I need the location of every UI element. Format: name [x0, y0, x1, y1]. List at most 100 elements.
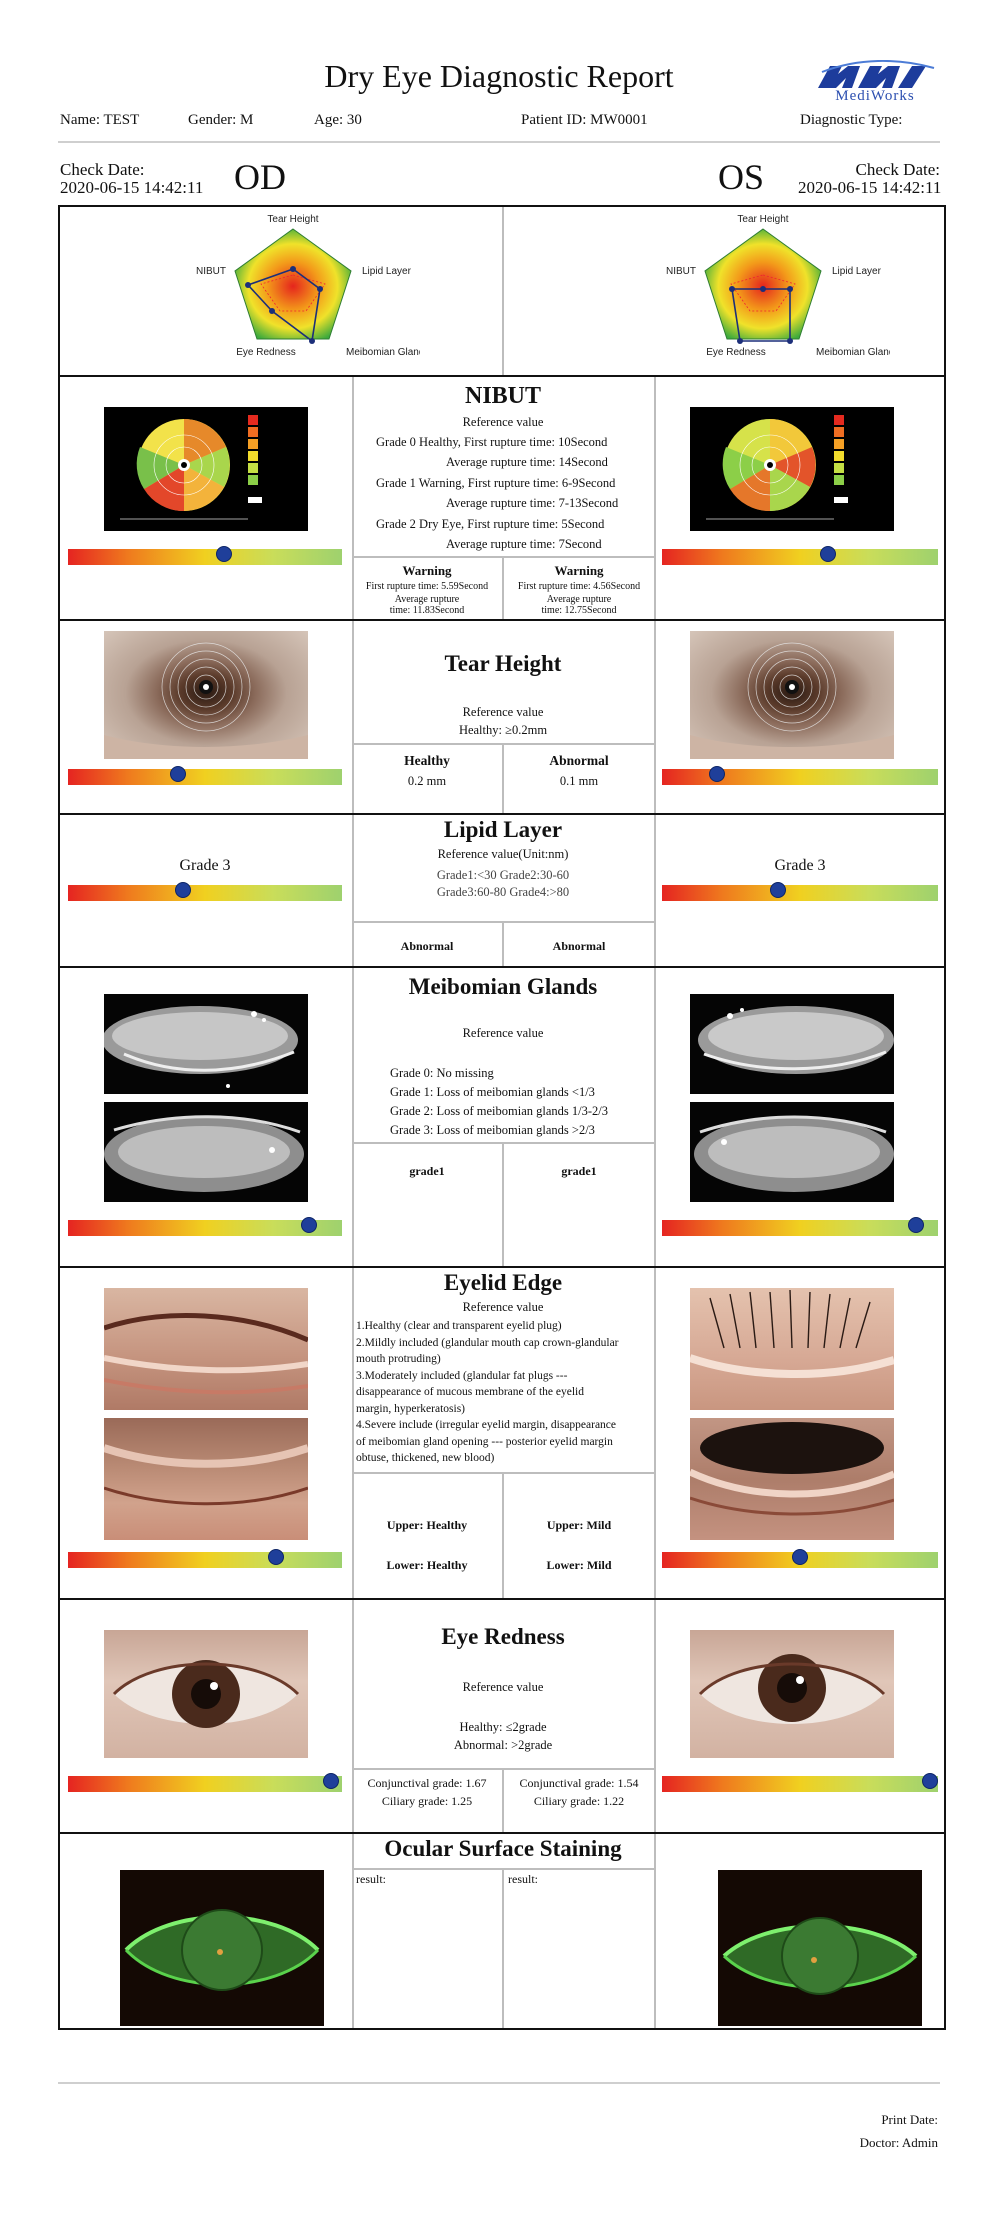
od-tear-gauge: [68, 766, 342, 785]
lipid-line-2: Grade3:60-80 Grade4:>80: [436, 885, 570, 899]
od-eyelid-lower-image: [104, 1418, 308, 1540]
meibo-left-divider: [352, 968, 354, 1266]
lipid-left-divider: [352, 815, 354, 966]
meibo-line-0: Grade 0: No missing: [390, 1066, 494, 1080]
os-meibo-result: grade1: [561, 1164, 597, 1178]
staining-center: Ocular Surface Staining result: result:: [352, 1834, 654, 2028]
eyelid-edge-section: Eyelid Edge Reference value 1.Healthy (c…: [58, 1266, 946, 1600]
eyelid-ref-line-0: 1.Healthy (clear and transparent eyelid …: [356, 1320, 562, 1332]
nibut-section: NIBUT Reference value Grade 0 Healthy, F…: [58, 375, 946, 621]
od-nibut-avg1: Average rupture: [394, 594, 460, 605]
nibut-line-1: Average rupture time: 14Second: [446, 455, 608, 469]
os-nibut-gauge: [662, 546, 938, 565]
od-meibo-lower-image: [104, 1102, 308, 1202]
nibut-right-divider: [654, 377, 656, 619]
logo-text: MediWorks: [835, 88, 915, 104]
lipid-line-1: Grade1:<30 Grade2:30-60: [436, 868, 570, 882]
eyelid-ref-line-2: mouth protruding): [356, 1353, 441, 1365]
os-redness-knob: [921, 1773, 938, 1789]
lipid-reference: Lipid Layer Reference value(Unit:nm) Gra…: [352, 815, 654, 966]
redness-title: Eye Redness: [441, 1624, 565, 1649]
od-code: OD: [234, 157, 286, 197]
redness-reference: Eye Redness Reference value Healthy: ≤2g…: [352, 1600, 654, 1832]
od-staining-result: result:: [356, 1872, 386, 1886]
radar-section: Tear Height Lipid Layer Meibomian Glands…: [58, 205, 946, 377]
os-redness-ciliary: Ciliary grade: 1.22: [533, 1794, 625, 1808]
eyelid-ref-line-4: disappearance of mucous membrane of the …: [356, 1386, 584, 1398]
od-redness-knob: [323, 1773, 340, 1789]
staining-left-divider: [352, 1834, 354, 2028]
os-meibo-upper-image: [690, 994, 894, 1094]
od-nibut-gauge: [68, 546, 342, 565]
os-eyelid-upper-image: [690, 1288, 894, 1410]
eyelid-ref-line-7: of meibomian gland opening --- posterior…: [356, 1435, 613, 1448]
nibut-ref-label: Reference value: [462, 415, 544, 429]
os-nibut-first: First rupture time: 4.56Second: [517, 581, 641, 592]
od-eyelid-gauge: [68, 1549, 342, 1568]
od-redness-image: [104, 1630, 308, 1758]
os-radar-label-redness: Eye Redness: [706, 347, 765, 358]
header-divider: [58, 141, 940, 143]
redness-abnormal-ref: Abnormal: >2grade: [453, 1738, 553, 1752]
od-eyelid-upper-image: [104, 1288, 308, 1410]
lipid-center-divider: [502, 922, 504, 966]
staining-center-divider: [502, 1869, 504, 2028]
os-nibut-status: Warning: [554, 563, 604, 578]
os-nibut-avg1: Average rupture: [546, 594, 612, 605]
od-tear-label: Healthy: [404, 753, 450, 768]
od-tear-value: 0.2 mm: [407, 774, 447, 788]
meibo-line-2: Grade 2: Loss of meibomian glands 1/3-2/…: [390, 1104, 609, 1118]
tear-right-divider: [654, 621, 656, 813]
doctor-name: Doctor: Admin: [859, 2135, 938, 2150]
nibut-line-0: Grade 0 Healthy, First rupture time: 10S…: [376, 435, 608, 449]
od-lipid-knob: [175, 882, 192, 898]
os-lipid-gauge: [662, 882, 938, 901]
eye-redness-section: Eye Redness Reference value Healthy: ≤2g…: [58, 1598, 946, 1834]
nibut-line-5: Average rupture time: 7Second: [446, 537, 602, 551]
redness-right-divider: [654, 1600, 656, 1832]
tear-title: Tear Height: [444, 651, 562, 676]
redness-center-divider: [502, 1769, 504, 1832]
os-staining-image: [718, 1870, 922, 2026]
os-staining-result: result:: [508, 1872, 538, 1886]
od-nibut-knob: [216, 546, 233, 562]
lipid-right-divider: [654, 815, 656, 966]
os-eyelid-lower-image: [690, 1418, 894, 1540]
patient-gender: Gender: M: [188, 112, 254, 128]
os-redness-image: [690, 1630, 894, 1758]
patient-age: Age: 30: [314, 112, 362, 128]
radar-divider: [502, 207, 504, 375]
footer-divider: [58, 2082, 940, 2084]
od-lipid-gauge: [68, 882, 342, 901]
radar-label-redness: Eye Redness: [236, 347, 295, 358]
os-eyelid-gauge: [662, 1549, 938, 1568]
nibut-line-3: Average rupture time: 7-13Second: [446, 496, 619, 510]
eyelid-ref-line-1: 2.Mildly included (glandular mouth cap c…: [356, 1336, 619, 1349]
od-meibo-knob: [301, 1217, 318, 1233]
od-eyelid-knob: [268, 1549, 285, 1565]
os-tear-label: Abnormal: [549, 753, 609, 768]
os-radar-label-meibo: Meibomian Glands: [816, 347, 890, 358]
od-nibut-map: [104, 407, 308, 531]
report-title: Dry Eye Diagnostic Report: [324, 58, 674, 94]
od-eyelid-lower: Lower: Healthy: [386, 1558, 468, 1572]
nibut-line-2: Grade 1 Warning, First rupture time: 6-9…: [376, 476, 616, 490]
nibut-left-divider: [352, 377, 354, 619]
meibo-center-divider: [502, 1143, 504, 1266]
patient-name: Name: TEST: [60, 112, 140, 128]
eyelid-ref-line-3: 3.Moderately included (glandular fat plu…: [356, 1369, 568, 1382]
od-eyelid-upper: Upper: Healthy: [386, 1518, 468, 1532]
tear-height-section: Tear Height Reference value Healthy: ≥0.…: [58, 619, 946, 815]
meibo-reference: Meibomian Glands Reference value Grade 0…: [352, 968, 654, 1266]
os-meibo-gauge: [662, 1217, 938, 1236]
eyelid-reference: Eyelid Edge Reference value 1.Healthy (c…: [352, 1268, 654, 1598]
meibo-right-divider: [654, 968, 656, 1266]
os-nibut-avg2: time: 12.75Second: [541, 605, 617, 616]
od-tear-image: [104, 631, 308, 759]
meibomian-section: Meibomian Glands Reference value Grade 0…: [58, 966, 946, 1268]
staining-section: Ocular Surface Staining result: result:: [58, 1832, 946, 2030]
od-check-date: 2020-06-15 14:42:11: [60, 178, 204, 197]
redness-healthy-ref: Healthy: ≤2grade: [459, 1720, 547, 1734]
od-radar-chart: Tear Height Lipid Layer Meibomian Glands…: [160, 207, 429, 377]
od-redness-gauge: [68, 1773, 342, 1792]
